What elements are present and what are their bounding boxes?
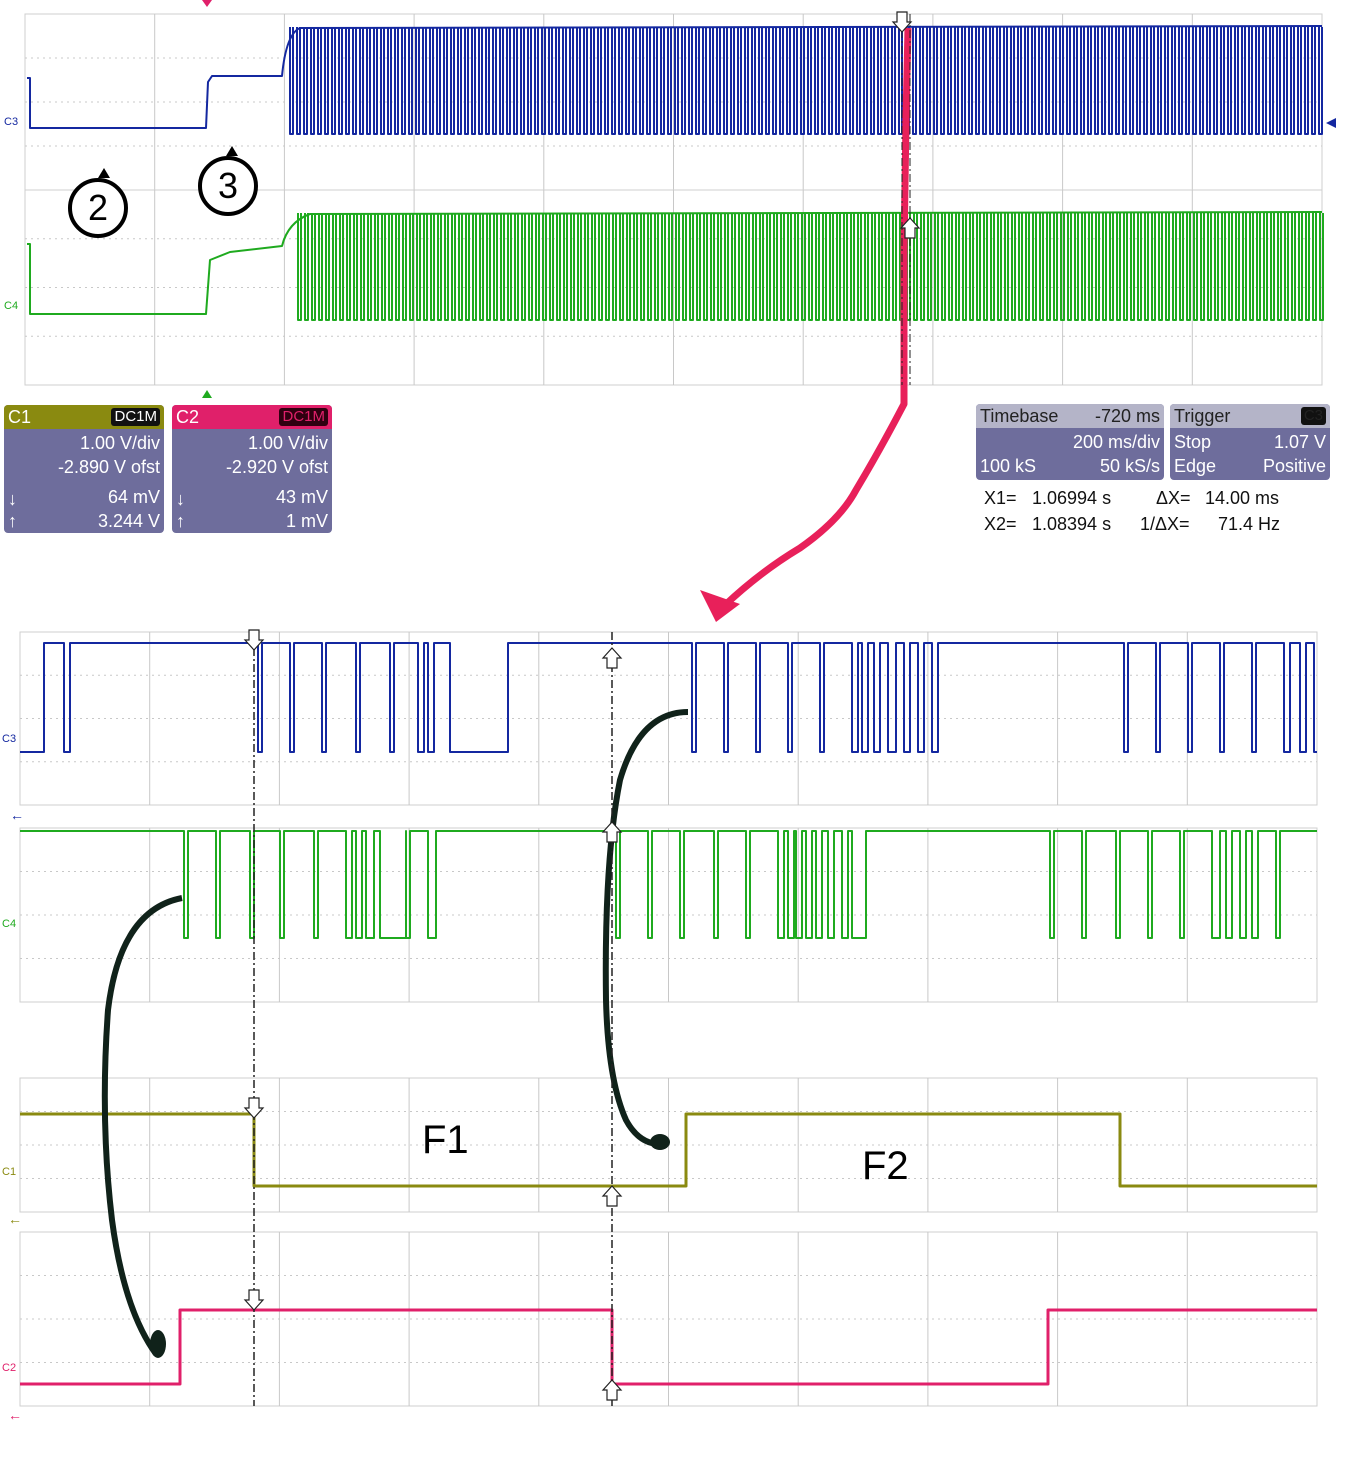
cursor-x2-up-arrow-icon-c2 <box>601 1379 623 1401</box>
c4-to-c2-arrowhead-icon <box>150 1330 166 1358</box>
trigger-slope: Positive <box>1262 456 1326 476</box>
cursor-x1-label: X1= <box>984 488 1017 508</box>
c2-name: C2 <box>176 407 200 427</box>
cursor-x2-up-arrow-icon-c4 <box>601 821 623 843</box>
c2-label-zoom: C2 <box>2 1362 17 1374</box>
channel-c1-panel[interactable]: C1 DC1M 1.00 V/div -2.890 V ofst ↓ 64 mV… <box>4 405 164 533</box>
c1-meas1: 64 mV <box>107 487 160 507</box>
grid-zoom-c3 <box>19 631 1318 806</box>
zoom-annotation-arrowhead-icon <box>700 590 740 622</box>
c4-label-top: C4 <box>4 300 19 312</box>
timebase-per-div: 200 ms/div <box>1072 432 1160 452</box>
cursor-x2-up-arrow-icon-c1 <box>601 1185 623 1207</box>
trigger-header: Trigger C3 <box>1170 404 1330 428</box>
frame-f1-label: F1 <box>422 1118 469 1162</box>
c1-header: C1 DC1M <box>4 405 164 429</box>
c3-label-top: C3 <box>4 116 19 128</box>
frame-f2-label: F2 <box>862 1144 909 1188</box>
c2-meas2: 1 mV <box>285 511 328 531</box>
c1-offset-arrow-icon: ← <box>8 1211 22 1227</box>
c3-offset-arrow-icon: ← <box>10 807 24 823</box>
c3-trigger-level-icon <box>1326 118 1336 128</box>
timebase-rate: 50 kS/s <box>1099 456 1160 476</box>
c2-meas1: 43 mV <box>275 487 328 507</box>
c4-to-c2-annotation-arrow <box>101 895 183 1356</box>
timebase-delay: -720 ms <box>1094 406 1160 426</box>
cursor-x1-down-arrow-icon-c2 <box>243 1289 265 1311</box>
marker-3-circle: 3 <box>198 156 258 216</box>
c1-coupling-badge: DC1M <box>111 408 160 426</box>
cursor-inv-dx-label: 1/ΔX= <box>1140 514 1190 534</box>
c1-zoom-trace <box>20 1112 1317 1188</box>
trigger-mode: Stop <box>1174 432 1212 452</box>
trigger-type: Edge <box>1174 456 1217 476</box>
c1-label-zoom: C1 <box>2 1166 17 1178</box>
trigger-source-badge: C3 <box>1300 407 1326 425</box>
c2-header: C2 DC1M <box>172 405 332 429</box>
timebase-panel[interactable]: Timebase -720 ms 200 ms/div 100 kS 50 kS… <box>976 404 1164 480</box>
c2-down-arrow-icon: ↓ <box>176 489 185 509</box>
c2-coupling-badge: DC1M <box>279 408 328 426</box>
trigger-title: Trigger <box>1174 406 1231 426</box>
zoom-annotation-arrow <box>721 27 912 609</box>
cursor-x1-down-arrow-icon-c3 <box>243 629 265 651</box>
trigger-level: 1.07 V <box>1273 432 1326 452</box>
c4-trigger-marker-icon <box>202 390 212 398</box>
grid-zoom-c4 <box>19 827 1318 1003</box>
c3-to-c1-arrowhead-icon <box>650 1134 670 1150</box>
c2-offset: -2.920 V ofst <box>225 457 328 477</box>
cursor-dx-value: 14.00 ms <box>1205 488 1280 508</box>
cursor-overview-up-arrow-icon <box>899 217 921 239</box>
c3-label-zoom: C3 <box>2 733 17 745</box>
c1-up-arrow-icon: ↑ <box>8 511 17 531</box>
cursor-x2-value: 1.08394 s <box>1032 514 1112 534</box>
cursor-x2-label: X2= <box>984 514 1017 534</box>
c4-overview-pulses <box>297 213 1324 321</box>
cursor-overview-down-arrow-icon <box>891 11 913 33</box>
c3-to-c1-annotation-arrow <box>602 709 689 1148</box>
grid-zoom-c1 <box>19 1077 1318 1213</box>
timebase-title: Timebase <box>980 406 1059 426</box>
marker-2-pointer-icon <box>98 168 110 178</box>
c3-overview-pulses <box>289 27 1323 135</box>
cursor-x1-down-arrow-icon-c1 <box>243 1097 265 1119</box>
trigger-position-marker-icon <box>202 0 212 7</box>
cursor-inv-dx-value: 71.4 Hz <box>1218 514 1281 534</box>
c1-meas2: 3.244 V <box>97 511 160 531</box>
c3-zoom-trace <box>20 642 1317 753</box>
c1-offset: -2.890 V ofst <box>57 457 160 477</box>
marker-2-circle: 2 <box>68 178 128 238</box>
cursor-x2-up-arrow-icon-c3 <box>601 647 623 669</box>
c4-label-zoom: C4 <box>2 918 17 930</box>
cursor-dx-label: ΔX= <box>1156 488 1191 508</box>
c2-offset-arrow-icon: ← <box>8 1407 22 1423</box>
c1-vdiv: 1.00 V/div <box>79 433 160 453</box>
marker-3-pointer-icon <box>226 146 238 156</box>
c1-name: C1 <box>8 407 32 427</box>
cursor-x1-value: 1.06994 s <box>1032 488 1112 508</box>
trigger-panel[interactable]: Trigger C3 Stop 1.07 V Edge Positive <box>1170 404 1330 480</box>
c4-zoom-trace <box>20 830 1317 939</box>
c2-up-arrow-icon: ↑ <box>176 511 185 531</box>
channel-c2-panel[interactable]: C2 DC1M 1.00 V/div -2.920 V ofst ↓ 43 mV… <box>172 405 332 533</box>
timebase-samples: 100 kS <box>980 456 1037 476</box>
grid-zoom-c2 <box>19 1231 1318 1407</box>
c2-vdiv: 1.00 V/div <box>247 433 328 453</box>
timebase-header: Timebase -720 ms <box>976 404 1164 428</box>
c1-down-arrow-icon: ↓ <box>8 489 17 509</box>
